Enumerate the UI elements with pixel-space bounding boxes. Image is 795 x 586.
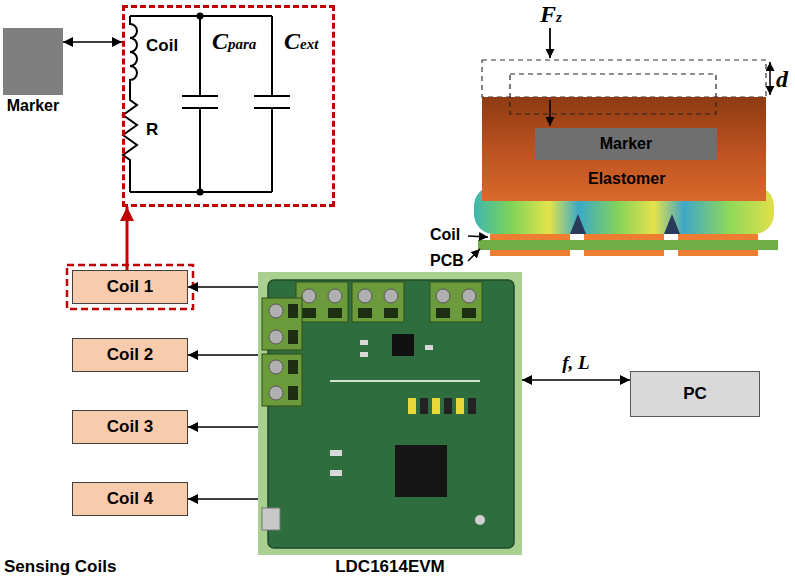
marker-label: Marker [3,97,63,115]
box-label: Coil 4 [107,489,153,509]
box-label: Coil 2 [107,345,153,365]
connector-arrow [63,41,122,43]
highlight-outline [67,265,193,309]
pc-box: PC [630,371,760,417]
box-label: PC [683,384,707,404]
equivalent-circuit: CoilRCparaCext [122,5,335,207]
sensor-cross-section [468,28,778,261]
part-label: Coil [430,226,460,244]
evaluation-board: LDC1614EVM [258,272,522,555]
sensing-coil-box: Coil 2 [72,338,188,372]
part-label: Elastomer [588,170,665,188]
board-photo [258,272,522,555]
box-label: Coil 3 [107,417,153,437]
junction-dot [197,189,204,196]
connector-arrow [188,426,258,428]
sensing-coil-box: Coil 4 [72,482,188,516]
force-label: Fz [540,1,562,27]
marker-block: Marker [535,128,717,160]
marker-block: Marker [3,28,63,95]
connector-arrow [188,286,258,288]
part-label: PCB [430,252,464,270]
box-label: Coil 1 [107,277,153,297]
marker-label: Marker [600,135,652,153]
group-label: Sensing Coils [4,557,116,577]
connector-arrow [188,354,258,356]
signal-label: f, L [560,352,591,374]
sensing-coil-box: Coil 3 [72,410,188,444]
board-label: LDC1614EVM [258,557,522,577]
circuit-wires [123,16,290,192]
junction-dot [197,13,204,20]
connector-arrow [522,379,630,381]
connector-arrow [126,207,129,270]
dimension-label: d [776,66,788,92]
sensing-coil-box: Coil 1 [72,270,188,304]
connector-arrow [188,498,258,500]
